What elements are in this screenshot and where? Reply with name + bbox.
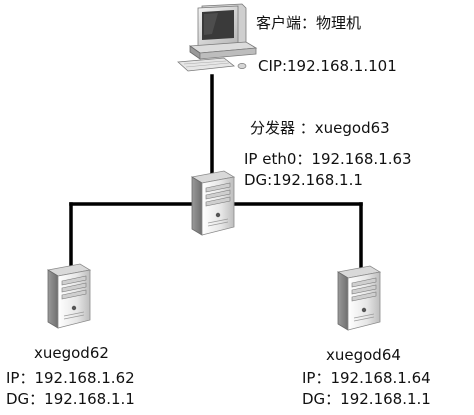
left-server-name: xuegod62 [34, 344, 109, 362]
distributor-title: 分发器 ：xuegod63 [250, 119, 390, 137]
distributor-ip: IP eth0：192.168.1.63 [244, 150, 412, 168]
left-server-icon [47, 263, 91, 329]
client-title: 客户端：物理机 [256, 14, 362, 32]
right-server-icon [337, 265, 381, 331]
network-links [69, 74, 363, 270]
right-server-ip: IP：192.168.1.64 [302, 369, 431, 387]
right-server-gateway: DG：192.168.1.1 [302, 390, 431, 408]
left-server-gateway: DG：192.168.1.1 [6, 390, 135, 408]
distributor-gateway: DG:192.168.1.1 [244, 171, 363, 189]
left-server-ip: IP：192.168.1.62 [6, 369, 135, 387]
client-ip: CIP:192.168.1.101 [258, 57, 397, 75]
right-server-name: xuegod64 [326, 346, 401, 364]
distributor-server-icon [191, 170, 235, 236]
desktop-computer-icon [177, 3, 258, 72]
